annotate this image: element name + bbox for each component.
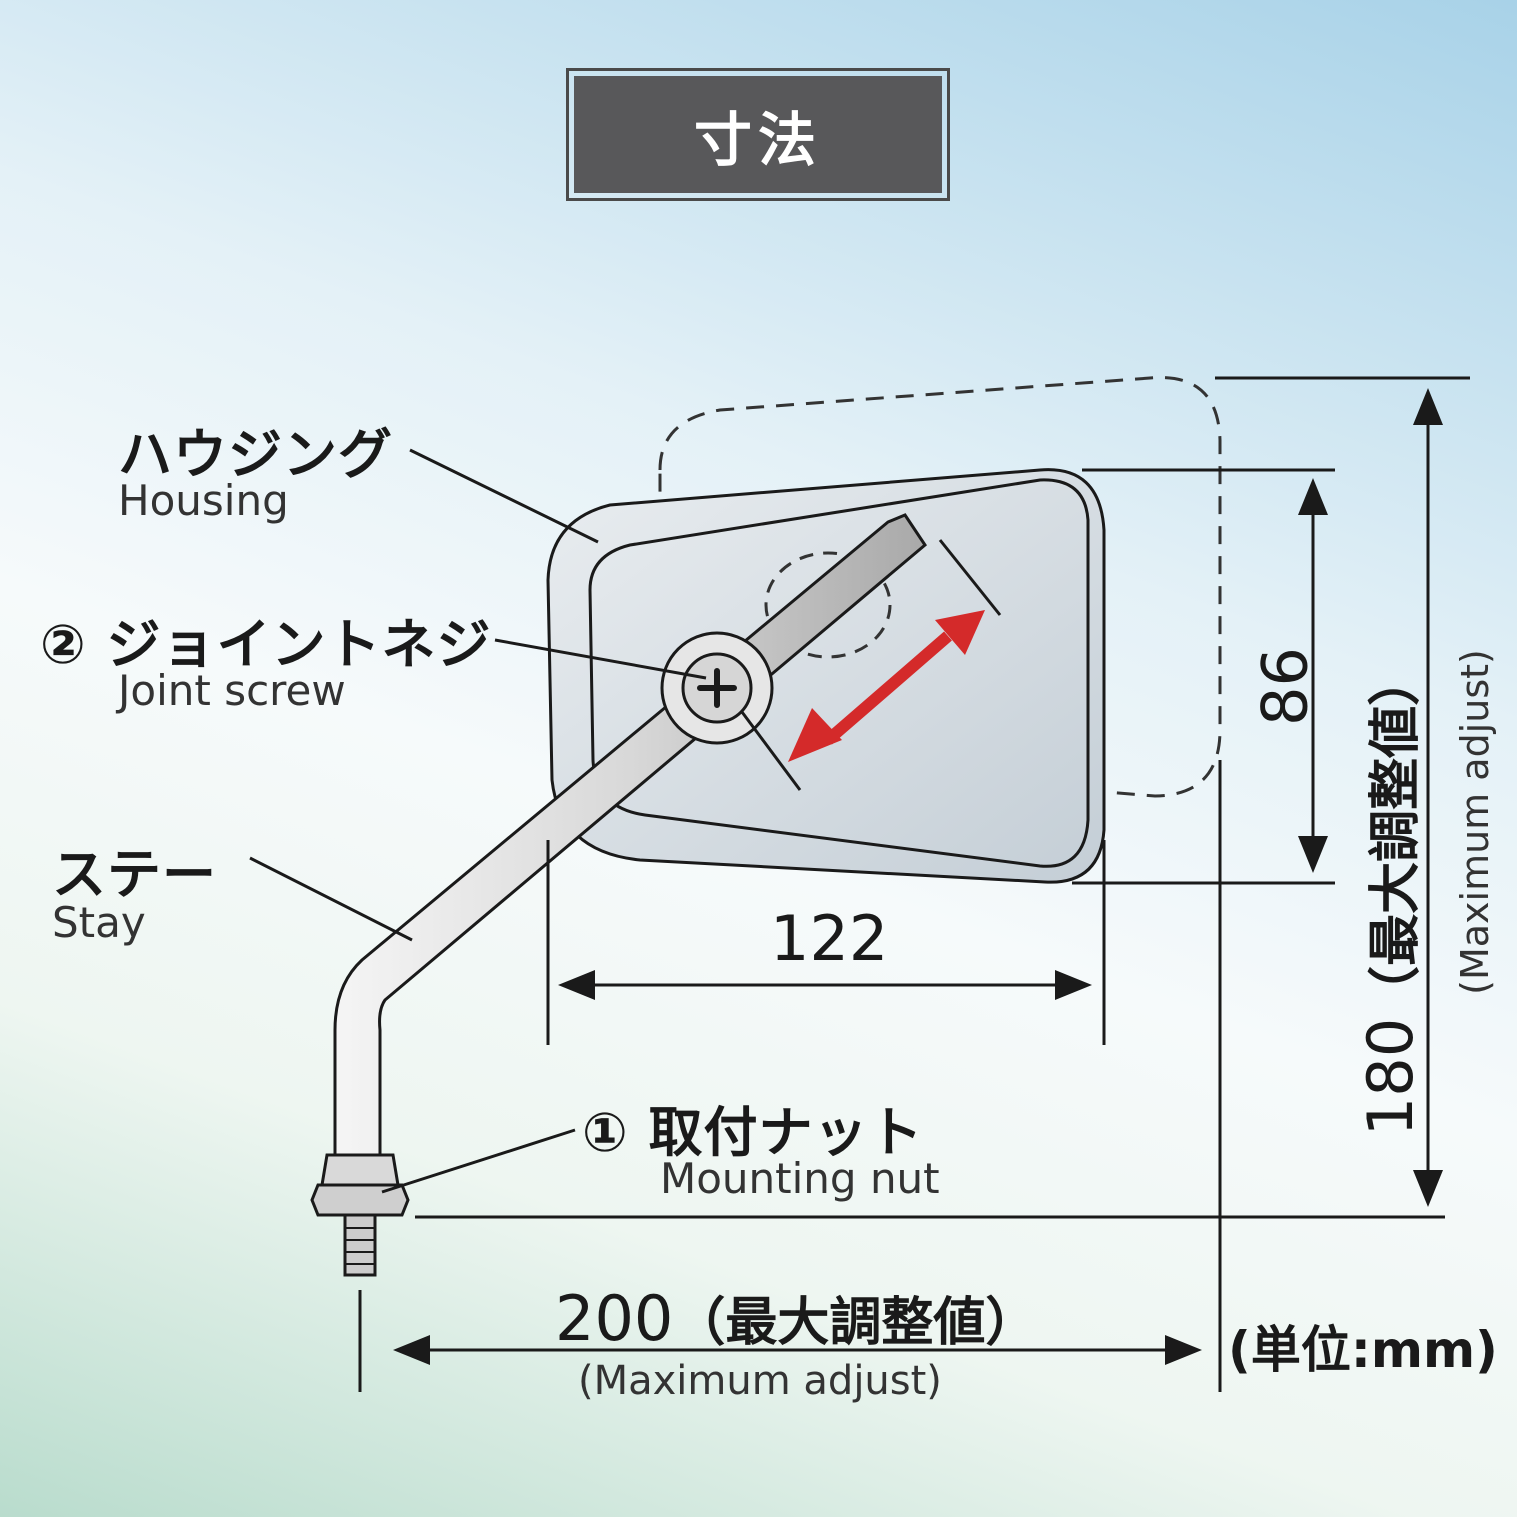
adjust-arrow-shaft: [824, 631, 952, 745]
stay-label-en: Stay: [52, 898, 146, 947]
angle-guide-top: [938, 539, 1002, 616]
mounting-nut-top: [320, 1153, 400, 1187]
dim-122-arrow-right: [1055, 970, 1092, 1000]
page-title: 寸法: [693, 105, 822, 174]
mirror-housing: [546, 468, 1106, 884]
dim-200-arrow-left: [393, 1335, 430, 1365]
dim-180-arrow-bottom: [1413, 1170, 1443, 1207]
housing-label-ja: ハウジング: [118, 423, 393, 486]
dim-86-arrow-top: [1298, 478, 1328, 515]
dim-200-note-en: (Maximum adjust): [578, 1358, 942, 1404]
joint-screw-label-en: Joint screw: [118, 666, 346, 715]
joint-screw-cross: [697, 668, 737, 708]
dim-200-arrow-right: [1165, 1335, 1202, 1365]
dim-180-value: 180: [1353, 1017, 1427, 1137]
housing-leader: [409, 448, 599, 544]
dim-122-arrow-left: [558, 970, 595, 1000]
adjusted-position-outline: [658, 376, 1222, 798]
title-box: 寸法: [566, 68, 950, 201]
dim-180-arrow-top: [1413, 388, 1443, 425]
mounting-nut-label-ja: ① 取付ナット: [582, 1101, 924, 1164]
dim-86-arrow-bottom: [1298, 836, 1328, 873]
dim-180-note-ja: （最大調整値）: [1365, 653, 1426, 1018]
bolt-threads: [345, 1227, 375, 1265]
dim-200-value: 200: [555, 1282, 674, 1355]
mounting-nut-label-en: Mounting nut: [660, 1154, 940, 1203]
dim-122-label: 122: [770, 902, 889, 975]
joint-screw-leader: [494, 638, 707, 680]
dim-180-label-group: 180 （最大調整値）: [1353, 645, 1427, 1145]
title-inner: 寸法: [574, 76, 942, 193]
joint-screw-label-ja: ② ジョイントネジ: [40, 613, 492, 676]
adjust-arrow-head-start: [788, 708, 842, 762]
dim-180-note-en: (Maximum adjust): [1453, 649, 1497, 995]
housing-label-en: Housing: [118, 476, 289, 525]
stay-label-ja: ステー: [52, 843, 217, 906]
dim-200-label-group: 200 （最大調整値）: [555, 1280, 1037, 1355]
mounting-nut-leader: [381, 1128, 576, 1194]
unit-label: (単位:mm): [1228, 1321, 1498, 1379]
angle-guide-bottom: [740, 711, 802, 791]
mounting-bolt: [343, 1213, 377, 1277]
stay-leader: [249, 856, 413, 942]
adjust-arrow-head-end: [935, 610, 985, 655]
dim-200-note-ja: （最大調整値）: [673, 1293, 1038, 1353]
alternate-joint-outline: [764, 551, 892, 659]
dim-86-label: 86: [1248, 647, 1322, 726]
